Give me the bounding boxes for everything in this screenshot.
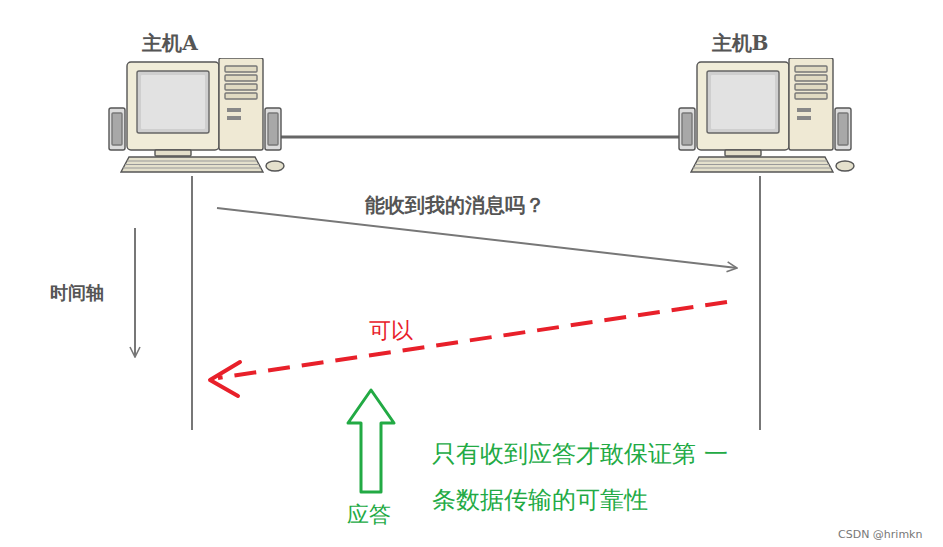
network-cable [279, 136, 689, 139]
timeline-a [191, 176, 193, 430]
response-arrow [348, 390, 394, 492]
note-text: 只有收到应答才敢保证第 一条数据传输的可靠性 [432, 432, 732, 523]
time-axis-arrow [134, 228, 136, 357]
timeline-b [759, 176, 761, 430]
host-label: 主机B [675, 30, 805, 56]
reply-arrowhead [210, 362, 240, 396]
axis-label: 时间轴 [50, 281, 104, 305]
computer-icon [105, 58, 287, 175]
computer-icon [675, 58, 857, 175]
watermark: CSDN @hrimkn [838, 528, 922, 543]
host-computer: 主机A [105, 30, 287, 175]
reply-text: 可以 [366, 316, 416, 346]
message-text: 能收到我的消息吗？ [362, 192, 548, 219]
host-label: 主机A [105, 30, 235, 56]
host-computer: 主机B [675, 30, 857, 175]
response-label: 应答 [347, 500, 391, 530]
reply-arrow [218, 302, 727, 378]
